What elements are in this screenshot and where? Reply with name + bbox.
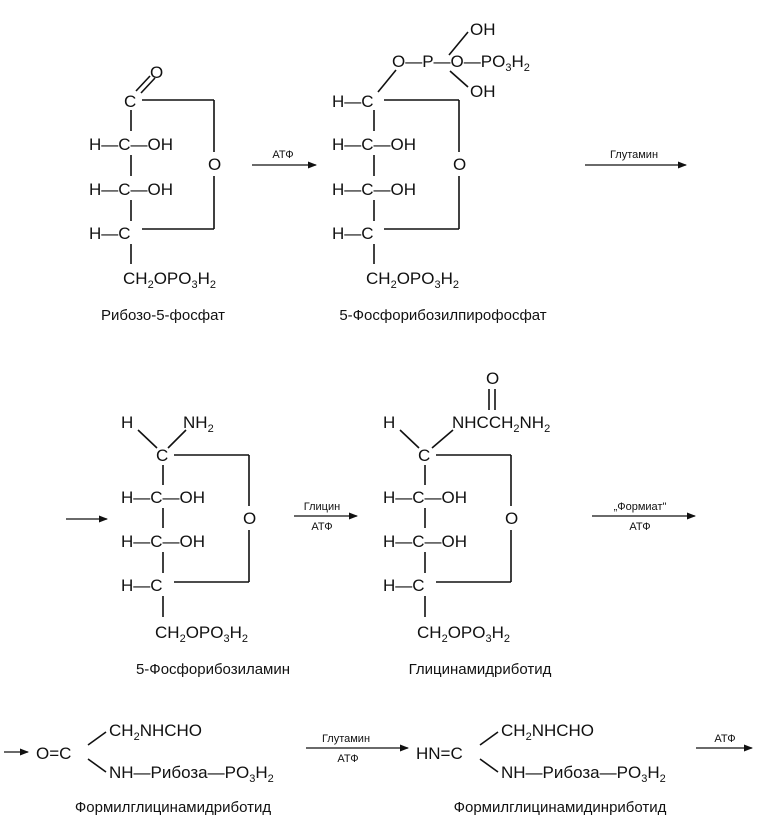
row-h-c-oh-1: H—C—OH bbox=[332, 135, 416, 154]
bond-o-c1 bbox=[377, 69, 397, 93]
caption-formylglycinamide-ribotide: Формилглицинамидриботид bbox=[75, 799, 271, 816]
bond-p-oh-bottom bbox=[449, 70, 469, 88]
arrow-label-glutamine-2: Глутамин bbox=[322, 733, 370, 745]
bond-p-oh-top bbox=[448, 31, 469, 56]
bond-c-o-a bbox=[135, 75, 151, 92]
arrow-label-formate: „Формиат" bbox=[614, 501, 667, 513]
row-h-c-oh-2: H—C—OH bbox=[332, 180, 416, 199]
ring-oxygen: O bbox=[243, 509, 256, 528]
ring-oxygen: O bbox=[208, 155, 221, 174]
caption-prpp: 5-Фосфорибозилпирофосфат bbox=[339, 307, 546, 324]
atom-hn-eq-c: HN=C bbox=[416, 744, 463, 763]
row-ch2opo3h2: CH2OPO3H2 bbox=[366, 269, 459, 291]
atom-c1: C bbox=[418, 446, 430, 465]
molecule-ribose-5-phosphate: O C O H—C—OH H—C—OH H—C CH2OPO3H2 Рибозо… bbox=[89, 63, 225, 324]
row-h-c-oh-2: H—C—OH bbox=[89, 180, 173, 199]
row-ch2opo3h2: CH2OPO3H2 bbox=[417, 623, 510, 645]
row-upper-chain: CH2NHCHO bbox=[501, 721, 594, 743]
atom-oh-top: OH bbox=[470, 20, 496, 39]
arrow-label-atp-1: АТФ bbox=[272, 149, 293, 161]
bond-c-lower bbox=[479, 758, 499, 773]
bond-c-upper bbox=[87, 731, 107, 746]
caption-ribose-5-phosphate: Рибозо-5-фосфат bbox=[101, 307, 225, 324]
bond-c-upper bbox=[479, 731, 499, 746]
arrow-glutamine-1: Глутамин bbox=[585, 149, 687, 169]
atom-oh-bottom: OH bbox=[470, 82, 496, 101]
molecule-formylglycinamide-ribotide: O=C CH2NHCHO NH—Рибоза—PO3H2 Формилглици… bbox=[36, 721, 274, 816]
row-lower-chain: NH—Рибоза—PO3H2 bbox=[109, 763, 274, 785]
atom-h: H bbox=[383, 413, 395, 432]
row-h-c-1: H—C bbox=[332, 92, 374, 111]
row-h-c-oh-1: H—C—OH bbox=[383, 488, 467, 507]
caption-formylglycinamidine-ribotide: Формилглицинамидинриботид bbox=[454, 799, 667, 816]
arrow-formate-atp: „Формиат" АТФ bbox=[592, 501, 696, 533]
caption-glycinamide-ribotide: Глицинамидриботид bbox=[409, 661, 552, 678]
row-h-c-2: H—C bbox=[332, 224, 374, 243]
arrow-label-glutamine-1: Глутамин bbox=[610, 149, 658, 161]
molecule-formylglycinamidine-ribotide: HN=C CH2NHCHO NH—Рибоза—PO3H2 Формилглиц… bbox=[416, 721, 667, 816]
molecule-phosphoribosylamine: H NH2 C O H—C—OH H—C—OH H—C CH2OPO3H2 5-… bbox=[121, 413, 290, 678]
row-h-c-oh-1: H—C—OH bbox=[89, 135, 173, 154]
arrow-label-glycine: Глицин bbox=[304, 501, 340, 513]
atom-h: H bbox=[121, 413, 133, 432]
arrow-glutamine-atp: Глутамин АТФ bbox=[306, 733, 409, 765]
bond-c-lower bbox=[87, 758, 107, 773]
bond-c-o-b bbox=[140, 77, 156, 94]
row-h-c-oh-2: H—C—OH bbox=[383, 532, 467, 551]
row-h-c-oh-2: H—C—OH bbox=[121, 532, 205, 551]
molecule-glycinamide-ribotide: O H NHCCH2NH2 C O H—C—OH H—C—OH H—C CH2O… bbox=[383, 369, 552, 678]
bond-n-c1 bbox=[431, 429, 454, 449]
atom-top-O: O bbox=[150, 63, 163, 82]
arrow-label-atp-5: АТФ bbox=[337, 753, 358, 765]
row-h-c: H—C bbox=[121, 576, 163, 595]
bond-h-c1 bbox=[399, 429, 420, 449]
arrow-glycine-atp: Глицин АТФ bbox=[294, 501, 358, 533]
atom-side-chain: NHCCH2NH2 bbox=[452, 413, 550, 435]
ring-oxygen: O bbox=[505, 509, 518, 528]
arrow-atp-6: АТФ bbox=[696, 733, 753, 752]
atom-nh2: NH2 bbox=[183, 413, 214, 435]
ring-oxygen: O bbox=[453, 155, 466, 174]
row-ch2opo3h2: CH2OPO3H2 bbox=[155, 623, 248, 645]
atom-c1: C bbox=[156, 446, 168, 465]
bond-h-c1 bbox=[137, 429, 158, 449]
atom-top-O: O bbox=[486, 369, 499, 388]
arrow-label-atp-4: АТФ bbox=[629, 521, 650, 533]
arrow-label-atp-6: АТФ bbox=[714, 733, 735, 745]
row-upper-chain: CH2NHCHO bbox=[109, 721, 202, 743]
row-phosphate: O—P—O—PO3H2 bbox=[392, 52, 530, 74]
row-h-c: H—C bbox=[383, 576, 425, 595]
row-h-c: H—C bbox=[89, 224, 131, 243]
arrow-atp-1: АТФ bbox=[252, 149, 317, 169]
molecule-prpp: OH O—P—O—PO3H2 OH H—C O H—C—OH H—C—OH H—… bbox=[332, 20, 547, 324]
bond-n-c1 bbox=[167, 429, 187, 449]
row-h-c-oh-1: H—C—OH bbox=[121, 488, 205, 507]
atom-c1: C bbox=[124, 92, 136, 111]
caption-phosphoribosylamine: 5-Фосфорибозиламин bbox=[136, 661, 290, 678]
row-ch2opo3h2: CH2OPO3H2 bbox=[123, 269, 216, 291]
row-lower-chain: NH—Рибоза—PO3H2 bbox=[501, 763, 666, 785]
arrow-label-atp-3: АТФ bbox=[311, 521, 332, 533]
atom-o-eq-c: O=C bbox=[36, 744, 71, 763]
